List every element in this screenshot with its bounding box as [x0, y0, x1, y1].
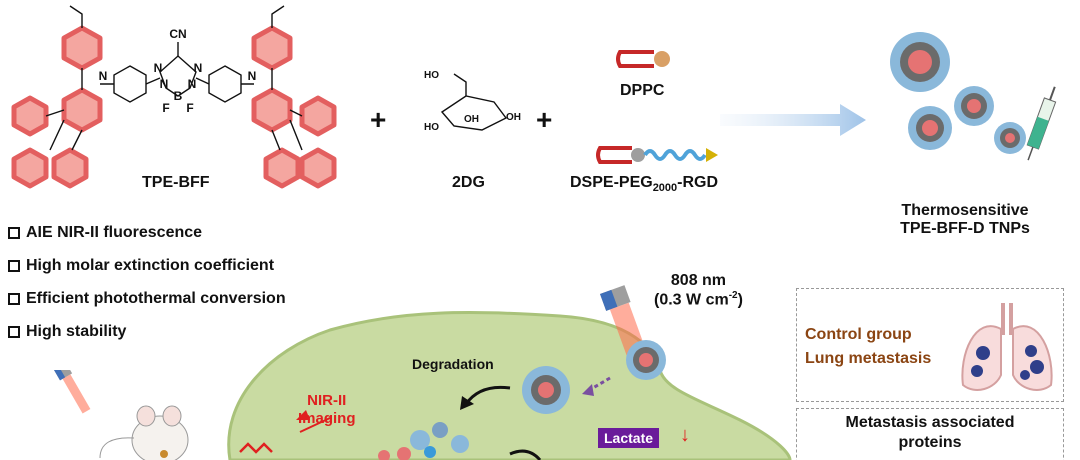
laser-label: 808 nm (0.3 W cm-2): [654, 272, 743, 309]
atom-n: N: [99, 69, 108, 83]
proteins-panel: Metastasis associated proteins: [796, 408, 1064, 460]
tpe-bff-structure: CN N N N N B F F N N: [11, 5, 337, 189]
atom-f: F: [186, 101, 193, 115]
nir-imaging-label: NIR-II Imaging: [298, 392, 356, 427]
tpe-bff-label: TPE-BFF: [142, 174, 210, 191]
dspe-peg-rgd-icon: [596, 146, 718, 164]
hydroxyl-label: HO: [424, 122, 439, 133]
atom-f: F: [162, 101, 169, 115]
decrease-arrow-icon: ↓: [680, 424, 690, 446]
proteins-label: Metastasis associated proteins: [845, 414, 1015, 451]
atom-n: N: [248, 69, 257, 83]
product-label: Thermosensitive TPE-BFF-D TNPs: [900, 202, 1030, 237]
atom-b: B: [174, 89, 183, 103]
degradation-label: Degradation: [412, 356, 494, 372]
feature-item: High stability: [8, 323, 286, 341]
hydroxyl-label: OH: [464, 114, 479, 125]
mouse-illustration: [54, 370, 189, 460]
atom-n: N: [194, 61, 203, 75]
hydroxyl-label: OH: [506, 112, 521, 123]
plus-sign: +: [536, 104, 553, 135]
cyano-label: CN: [169, 27, 186, 41]
plus-sign: +: [370, 104, 387, 135]
checkbox-icon: [8, 260, 20, 272]
dspe-peg-rgd-label: DSPE-PEG2000-RGD: [570, 174, 719, 195]
lactate-badge: Lactate: [598, 428, 660, 448]
hydroxyl-label: HO: [424, 70, 439, 81]
atom-n: N: [154, 61, 163, 75]
control-group-label: Control group Lung metastasis: [805, 326, 932, 367]
lung-illustration: [961, 303, 1053, 391]
control-group-panel: Control group Lung metastasis: [796, 288, 1064, 402]
dppc-icon: [616, 50, 670, 68]
feature-item: High molar extinction coefficient: [8, 257, 286, 275]
atom-n: N: [188, 77, 197, 91]
feature-list: AIE NIR-II fluorescence High molar extin…: [8, 224, 286, 341]
feature-item: AIE NIR-II fluorescence: [8, 224, 286, 242]
atom-n: N: [160, 77, 169, 91]
tumor-cell-scene: [227, 285, 792, 460]
2dg-label: 2DG: [452, 174, 485, 191]
checkbox-icon: [8, 326, 20, 338]
nanoparticle-cluster: [890, 32, 1057, 161]
reaction-arrow: [720, 104, 866, 136]
feature-item: Efficient photothermal conversion: [8, 290, 286, 308]
checkbox-icon: [8, 293, 20, 305]
2dg-structure: HO OH OH HO: [424, 70, 521, 133]
checkbox-icon: [8, 227, 20, 239]
dppc-label: DPPC: [620, 82, 665, 99]
